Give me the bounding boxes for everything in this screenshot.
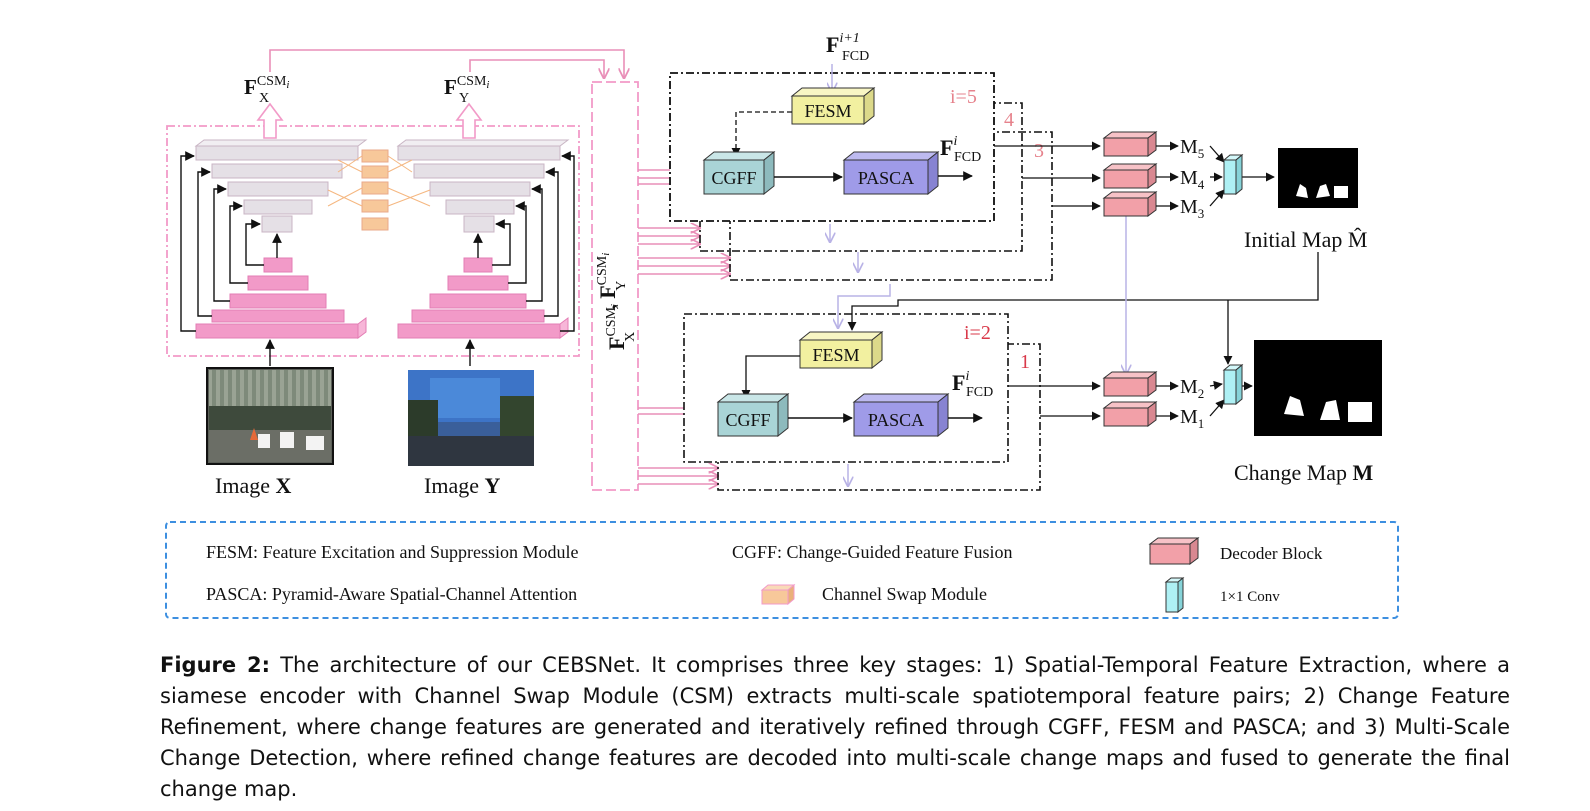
pasca-upper: PASCA — [842, 150, 940, 196]
legend-conv-swatch — [1164, 576, 1185, 614]
svg-text:M3: M3 — [1180, 196, 1204, 221]
pasca-lower-label: PASCA — [868, 410, 924, 430]
channel-swap-blocks — [327, 149, 431, 231]
legend-fesm: FESM: Feature Excitation and Suppression… — [206, 542, 578, 562]
legend-csm: Channel Swap Module — [822, 584, 987, 604]
legend-pasca: PASCA: Pyramid-Aware Spatial-Channel Att… — [206, 584, 577, 604]
decoder-output-lines — [1156, 141, 1275, 421]
decoder-blocks — [1102, 131, 1158, 427]
conv-upper — [1222, 153, 1244, 196]
decoder-block-5 — [1102, 131, 1158, 157]
legend-decoder: Decoder Block — [1220, 544, 1323, 563]
stage-label-i5: i=5 — [950, 86, 977, 108]
siamese-encoder — [166, 102, 580, 466]
encoder-boundary — [166, 125, 580, 357]
cgff-upper: CGFF — [702, 150, 776, 196]
cgff-lower: CGFF — [716, 392, 790, 438]
initial-map-label: Initial Map M̂ — [1244, 227, 1367, 252]
svg-text:M1: M1 — [1180, 406, 1204, 431]
legend-cgff: CGFF: Change-Guided Feature Fusion — [732, 542, 1013, 562]
stage-label-1: 1 — [1020, 351, 1030, 373]
encoder-x-skip-connections — [180, 151, 282, 366]
fesm-to-cgff-upper — [731, 111, 792, 157]
encoder-x-pyramid — [195, 257, 367, 339]
legend-csm-swatch — [760, 583, 796, 606]
fesm-upper: FESM — [790, 86, 876, 126]
csm-bus-label: FCSMiX, FCSMiY — [595, 253, 638, 350]
decoder-block-1 — [1102, 401, 1158, 427]
encoder-x-top-pyramid — [194, 139, 368, 233]
decoder-output-labels: M5 M4 M3 M2 M1 — [1180, 136, 1205, 431]
change-map-label: Change Map M — [1234, 460, 1374, 485]
pasca-upper-label: PASCA — [858, 168, 914, 188]
fesm-to-cgff-lower — [741, 355, 800, 399]
output-arrow-x — [256, 102, 284, 139]
fesm-lower: FESM — [798, 330, 884, 370]
svg-text:M5: M5 — [1180, 136, 1204, 161]
conv-lower — [1222, 363, 1244, 406]
caption-label: Figure 2: — [160, 653, 270, 677]
initial-map-image — [1278, 148, 1358, 208]
legend-border — [165, 521, 1399, 619]
legend: FESM: Feature Excitation and Suppression… — [165, 521, 1399, 619]
fesm-upper-label: FESM — [804, 101, 851, 121]
fesm-lower-label: FESM — [812, 345, 859, 365]
stage-label-3: 3 — [1034, 140, 1044, 162]
stage-label-i2: i=2 — [964, 322, 991, 344]
encoder-y-pyramid — [397, 257, 569, 339]
image-y-label: Image Y — [424, 473, 500, 498]
upper-to-lower-feedback — [838, 216, 1126, 374]
encoder-y-top-pyramid — [396, 139, 570, 233]
image-x — [206, 367, 334, 465]
svg-text:M2: M2 — [1180, 376, 1204, 401]
legend-conv: 1×1 Conv — [1220, 589, 1280, 605]
cgff-lower-label: CGFF — [725, 410, 770, 430]
decoder-block-3 — [1102, 191, 1158, 217]
csm-feedback-arrows — [269, 49, 624, 78]
csm-feature-bus — [591, 81, 639, 491]
stage-2-box — [683, 313, 1009, 463]
stage-label-4: 4 — [1004, 109, 1014, 131]
cgff-upper-label: CGFF — [711, 168, 756, 188]
decoder-block-2 — [1102, 371, 1158, 397]
svg-text:M4: M4 — [1180, 167, 1205, 192]
encoder-y-skip-connections — [465, 151, 575, 366]
image-x-label: Image X — [215, 473, 291, 498]
fcd-to-decoder-lines — [994, 141, 1101, 421]
legend-decoder-swatch — [1148, 537, 1200, 565]
decoder-block-4 — [1102, 163, 1158, 189]
caption-text: The architecture of our CEBSNet. It comp… — [160, 653, 1510, 801]
output-arrow-y — [455, 102, 483, 139]
image-y — [408, 370, 534, 466]
initial-map-feedback — [847, 252, 1319, 365]
figure-caption: Figure 2: The architecture of our CEBSNe… — [160, 650, 1510, 805]
change-map-image — [1254, 340, 1382, 436]
pasca-lower: PASCA — [852, 392, 950, 438]
